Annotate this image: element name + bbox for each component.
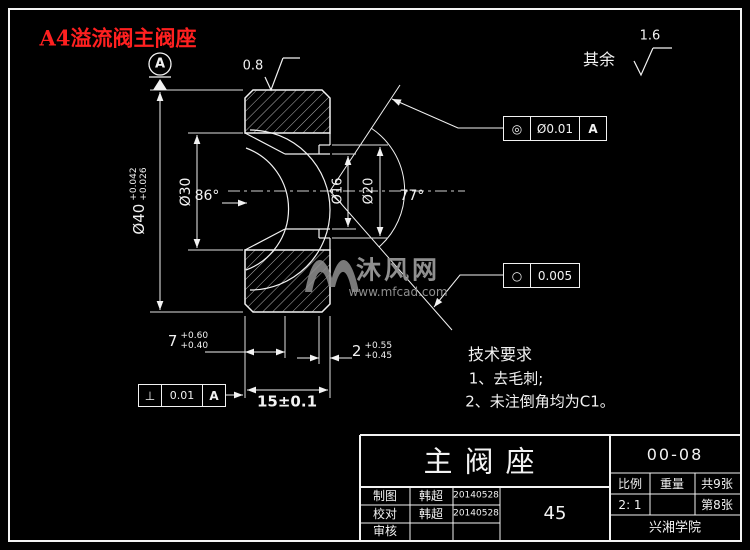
dim-dia16: Ø16 (330, 177, 346, 205)
dim-depth2-tol-low: +0.45 (364, 351, 393, 361)
checker-name: 韩超 (418, 507, 444, 521)
tech-requirement-item: 2、未注倒角均为C1。 (465, 392, 615, 411)
datum-symbol (148, 52, 172, 90)
drafter-label: 制图 (372, 489, 398, 503)
roughness-symbol-others (633, 47, 672, 77)
bore-lines (244, 129, 331, 291)
checker-date: 20140528 (453, 508, 499, 519)
dim-dia40-base: Ø40 (130, 203, 149, 235)
drafter-date: 20140528 (453, 490, 499, 501)
fcf-perpendicularity-datum: A (203, 384, 226, 407)
checker-label: 校对 (372, 507, 398, 521)
watermark-logo (305, 259, 359, 292)
others-roughness-label: 其余 (582, 50, 616, 69)
fcf-perpendicularity-value: 0.01 (162, 384, 203, 407)
dim-depth2: 2 +0.55 +0.45 (351, 341, 393, 362)
dim-dia30: Ø30 (178, 177, 194, 207)
sheets-total: 共9张 (701, 477, 733, 491)
fcf-concentricity-value: Ø0.01 (531, 116, 580, 141)
drafter-name: 韩超 (418, 489, 444, 503)
dim-angle-77: 77° (399, 188, 425, 204)
dim-depth2-tol-up: +0.55 (364, 341, 393, 352)
concentricity-icon: ◎ (503, 116, 531, 141)
dim-depth7-base: 7 (167, 332, 178, 351)
material-grade: 45 (543, 503, 567, 524)
part-hatch-top (244, 89, 331, 134)
scale-label: 比例 (617, 477, 643, 491)
fcf-concentricity: ◎ Ø0.01 A (503, 116, 607, 141)
title-block-drawing-number: 00-08 (646, 445, 704, 464)
dim-dia40-tol-low: +0.026 (139, 167, 149, 201)
auditor-label: 审核 (372, 524, 398, 538)
sheet-number: 第8张 (701, 498, 733, 512)
tech-requirements-title: 技术要求 (467, 345, 533, 364)
fcf-circularity: ○ 0.005 (503, 263, 580, 288)
dim-dia40: Ø40 +0.042 +0.026 (129, 167, 150, 235)
sheet-border (8, 8, 742, 542)
fcf-concentricity-datum: A (580, 116, 607, 141)
dim-depth7-tol-up: +0.60 (180, 331, 209, 342)
dim-depth7-tol-low: +0.40 (180, 341, 209, 351)
seat-sphere-arc (249, 129, 331, 291)
dim-dia20: Ø20 (361, 177, 377, 205)
dim-angle-86: 86° (194, 188, 220, 204)
watermark-site: www.mfcad.com (348, 285, 448, 299)
dimension-lines (156, 92, 384, 394)
fcf-perpendicularity: ⊥ 0.01 A (138, 384, 226, 407)
title-block-part-name: 主阀座 (423, 444, 547, 479)
datum-letter: A (154, 56, 166, 72)
scale-value: 2: 1 (618, 498, 642, 512)
watermark-name: 沐风网 (355, 255, 441, 285)
circularity-icon: ○ (503, 263, 531, 288)
seat-cone-arc (245, 147, 290, 271)
title-block-grid (359, 434, 740, 540)
roughness-symbol-top (264, 57, 300, 92)
dim-depth2-base: 2 (351, 342, 362, 361)
top-roughness-value: 0.8 (242, 58, 264, 74)
page-title: A4溢流阀主阀座 (39, 25, 197, 51)
fcf-circularity-value: 0.005 (531, 263, 580, 288)
perpendicularity-icon: ⊥ (138, 384, 162, 407)
tech-requirement-item: 1、去毛刺; (468, 369, 544, 388)
others-roughness-value: 1.6 (639, 28, 661, 44)
company-name: 兴湘学院 (648, 520, 702, 536)
dim-length15: 15±0.1 (256, 392, 318, 411)
weight-label: 重量 (659, 477, 685, 491)
dim-depth7: 7 +0.60 +0.40 (167, 331, 209, 352)
